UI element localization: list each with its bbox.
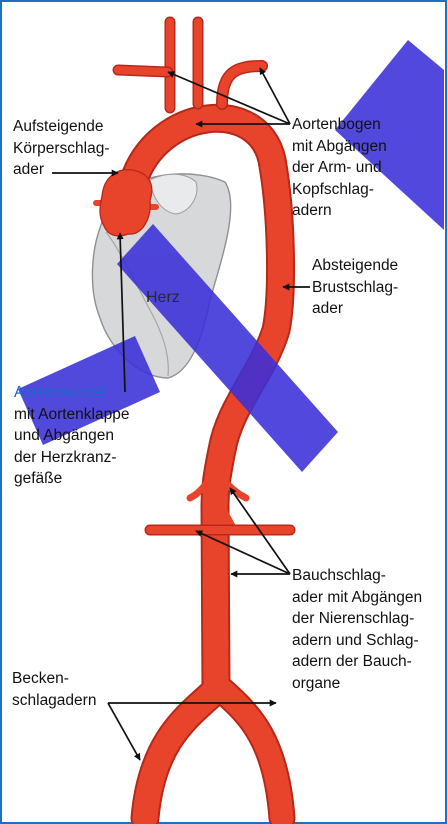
label-line: und Abgängen bbox=[14, 425, 129, 447]
label-line: Bauchschlag- bbox=[292, 565, 422, 587]
label-line: adern der Bauch- bbox=[292, 651, 422, 673]
label-bauchschlagader: Bauchschlag- ader mit Abgängen der Niere… bbox=[292, 565, 422, 694]
label-line: mit Aortenklappe bbox=[14, 404, 129, 426]
label-herz: Herz bbox=[146, 287, 180, 309]
label-line: adern bbox=[292, 200, 387, 222]
label-line: Aufsteigende bbox=[13, 116, 110, 138]
label-line: Kopfschlag- bbox=[292, 179, 387, 201]
label-line: ader mit Abgängen bbox=[292, 587, 422, 609]
label-line: schlagadern bbox=[12, 690, 96, 712]
right-subclavian-fill bbox=[118, 70, 168, 72]
label-line: Körperschlag- bbox=[13, 138, 110, 160]
label-line: gefäße bbox=[14, 468, 129, 490]
label-line: mit Abgängen bbox=[292, 136, 387, 158]
label-line: der Arm- und bbox=[292, 157, 387, 179]
right-iliac-artery bbox=[222, 690, 282, 818]
pointer-becken-1 bbox=[108, 703, 140, 760]
label-aortenbogen: Aortenbogen mit Abgängen der Arm- und Ko… bbox=[292, 114, 387, 222]
label-line: Becken- bbox=[12, 668, 96, 690]
label-line: der Nierenschlag- bbox=[292, 608, 422, 630]
label-aufsteigende-koerperschlagader: Aufsteigende Körperschlag- ader bbox=[13, 116, 110, 181]
label-line: Brustschlag- bbox=[312, 277, 398, 299]
label-line: ader bbox=[13, 159, 110, 181]
label-line: adern und Schlag- bbox=[292, 630, 422, 652]
label-aortenwurzel: Aortenwurzel mit Aortenklappe und Abgäng… bbox=[14, 382, 129, 490]
label-beckenschlagadern: Becken- schlagadern bbox=[12, 668, 96, 711]
label-line: Aortenwurzel bbox=[14, 382, 129, 404]
label-line: organe bbox=[292, 673, 422, 695]
label-line: Absteigende bbox=[312, 255, 398, 277]
label-line: ader bbox=[312, 298, 398, 320]
pointer-arch-2 bbox=[260, 68, 290, 124]
label-absteigende-brustschlagader: Absteigende Brustschlag- ader bbox=[312, 255, 398, 320]
label-line: der Herzkranz- bbox=[14, 447, 129, 469]
label-line: Aortenbogen bbox=[292, 114, 387, 136]
